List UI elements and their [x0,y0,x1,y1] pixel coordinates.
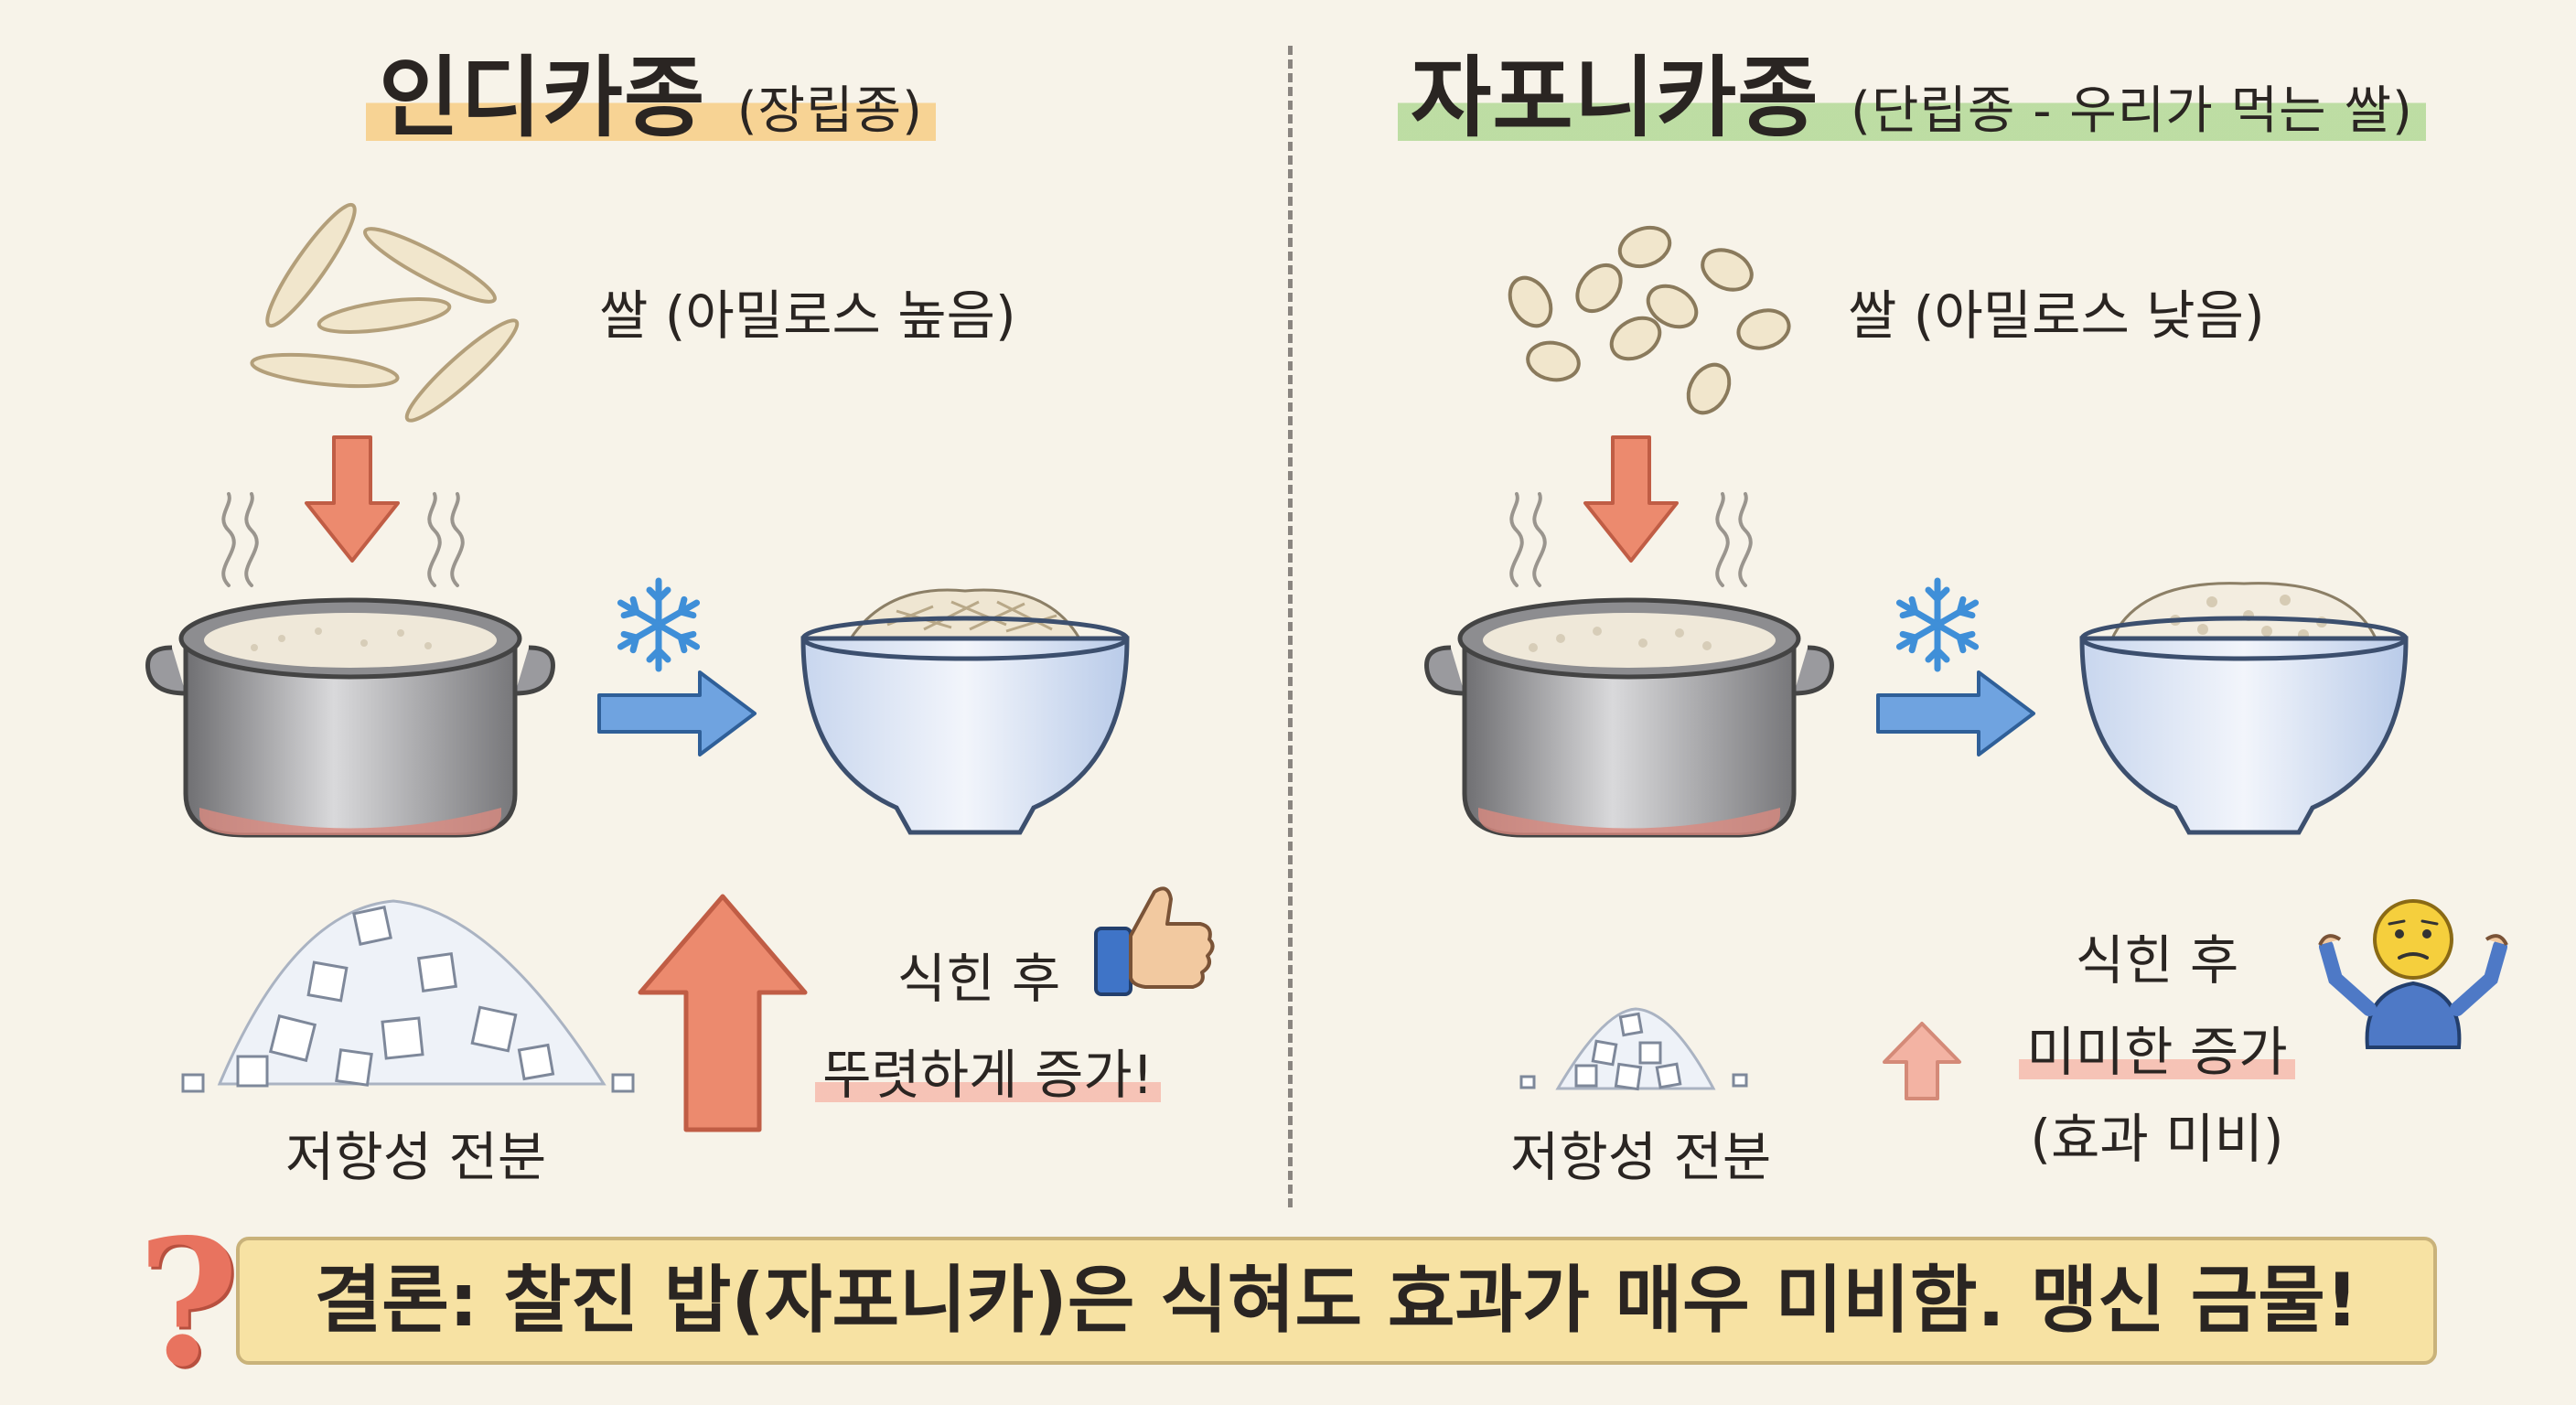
down-arrow-icon [305,435,400,563]
indica-starch-label: 저항성 전분 [285,1126,547,1188]
conclusion-text: 결론: 찰진 밥(자포니카)은 식혀도 효과가 매우 미비함. 맹신 금물! [314,1258,2359,1343]
snowflake-icon [617,577,701,672]
small-resistant-starch-pile-icon [1519,1007,1748,1091]
right-arrow-icon [597,670,757,756]
right-arrow-icon [1876,670,2035,756]
large-increase-arrow-icon [638,894,808,1132]
rice-bowl-icon [800,588,1130,835]
cooking-pot-icon [145,597,555,838]
japonica-result-line2-wrap: 미미한 증가 [1983,1020,2331,1084]
indica-subtitle: (장립종) [736,81,923,141]
long-grain-rice-icon [250,202,520,423]
short-grain-rice-icon [1508,225,1791,415]
conclusion-banner: 결론: 찰진 밥(자포니카)은 식혀도 효과가 매우 미비함. 맹신 금물! [236,1237,2437,1365]
japonica-rice-label: 쌀 (아밀로스 낮음) [1848,284,2265,347]
thumbs-up-icon [1094,886,1215,996]
japonica-subtitle: (단립종 - 우리가 먹는 쌀) [1851,81,2413,141]
small-increase-arrow-icon [1883,1022,1961,1100]
indica-section: 인디카종 (장립종) 쌀 (아밀로스 높음) [0,0,1288,1217]
indica-title: 인디카종 (장립종) [366,47,936,162]
japonica-result-line3: (효과 미비) [2030,1108,2284,1170]
japonica-section: 자포니카종 (단립종 - 우리가 먹는 쌀) 쌀 (아밀로스 낮음) [1288,0,2576,1217]
japonica-result-line2: 미미한 증가 [2019,1021,2295,1083]
down-arrow-icon [1583,435,1679,563]
shrug-person-icon [2318,899,2508,1049]
indica-rice-label: 쌀 (아밀로스 높음) [599,284,1016,347]
indica-title-highlight: 인디카종 (장립종) [366,47,936,149]
japonica-title-highlight: 자포니카종 (단립종 - 우리가 먹는 쌀) [1398,47,2426,149]
cooking-pot-icon [1424,597,1834,838]
steam-icon [221,492,465,587]
indica-result-line2: 뚜렷하게 증가! [815,1044,1161,1106]
japonica-starch-label: 저항성 전분 [1510,1126,1772,1188]
indica-result-line1: 식힌 후 [896,948,1061,1010]
resistant-starch-pile-icon [181,899,635,1093]
section-divider [1288,46,1293,1207]
rice-bowl-icon [2079,582,2409,835]
japonica-title-text: 자포니카종 [1411,47,1819,149]
question-mark-icon: ? [137,1201,240,1405]
indica-title-text: 인디카종 [379,47,706,149]
japonica-result-line1: 식힌 후 [2075,929,2239,992]
indica-result-line2-wrap: 뚜렷하게 증가! [782,1043,1194,1107]
japonica-title: 자포니카종 (단립종 - 우리가 먹는 쌀) [1398,47,2426,162]
snowflake-icon [1895,577,1980,672]
steam-icon [1509,492,1753,587]
